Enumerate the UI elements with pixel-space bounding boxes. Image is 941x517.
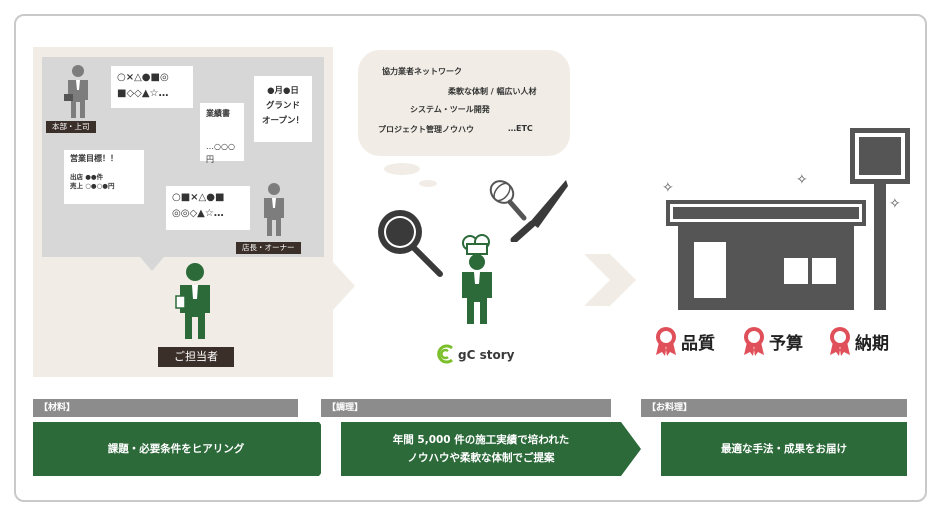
cloud-dot	[419, 180, 437, 187]
step-cooking-line2: ノウハウや柔軟な体制でご提案	[407, 452, 555, 464]
cloud-dot	[384, 163, 420, 175]
step-body-cooking: 年間 5,000 件の施工実績で培われた ノウハウや柔軟な体制でご提案	[341, 422, 621, 476]
medal-icon	[830, 327, 850, 356]
person-contact-icon	[175, 263, 210, 339]
knife-icon	[510, 180, 568, 242]
tag-owner: 店長・オーナー	[236, 242, 301, 254]
tag-hq: 本部・上司	[46, 121, 96, 133]
step-dish-line1: 最適な手法・成果をお届け	[721, 443, 847, 455]
frying-pan-icon	[378, 210, 443, 277]
card-open-line3: オープン！	[262, 116, 304, 126]
requirements-panel-tail	[140, 257, 164, 271]
step-material-line1: 課題・必要条件をヒアリング	[107, 443, 245, 455]
store-icon	[666, 128, 910, 310]
capabilities-cloud	[358, 50, 570, 156]
card-sales-goal: 営業目標！！ 出店 ●●件 売上 ○●○●円	[64, 150, 144, 204]
sparkle-icon: ✧	[796, 172, 808, 188]
cloud-line1: 協力業者ネットワーク	[382, 67, 462, 76]
card-owner-speech: ○■×△●■ ◎◎◇▲☆…	[166, 186, 250, 230]
card-report: 業績書 …○○○円	[200, 103, 244, 164]
step-cooking-line1: 年間 5,000 件の施工実績で培われた	[392, 434, 570, 446]
sparkle-icon: ✧	[889, 196, 901, 212]
card-hq-line1: ○×△●■◎	[117, 72, 169, 83]
step-notch	[321, 422, 341, 476]
card-goal-title: 営業目標！！	[70, 154, 118, 163]
card-report-title: 業績書	[206, 109, 230, 118]
card-report-value: …○○○円	[206, 142, 235, 164]
person-business-icon	[64, 65, 88, 118]
chef-icon	[462, 234, 492, 324]
medal-label-budget: 予算	[769, 334, 803, 354]
sparkle-icon: ✧	[662, 180, 674, 196]
cloud-line3: システム・ツール開発	[410, 105, 490, 114]
cloud-line4: プロジェクト管理ノウハウ	[378, 125, 474, 134]
step-head-cooking: 【調理】	[321, 399, 611, 417]
medal-label-quality: 品質	[681, 334, 715, 354]
step-head-material: 【材料】	[33, 399, 298, 417]
step-body-dish: 最適な手法・成果をお届け	[661, 422, 907, 476]
card-goal-row2-value: ○●○●円	[85, 182, 115, 190]
medal-icon	[744, 327, 764, 356]
card-goal-row2-label: 売上	[70, 182, 83, 190]
chevron-right-icon	[584, 254, 636, 306]
step-arrow	[621, 422, 641, 476]
card-hq-line2: ■◇◇▲☆…	[117, 88, 169, 99]
medal-label-deadline: 納期	[855, 334, 889, 354]
step-notch	[641, 422, 661, 476]
cloud-line2: 柔軟な体制 / 幅広い人材	[448, 87, 537, 96]
card-open-line2: グランド	[265, 101, 300, 111]
card-goal-row1-label: 出店	[70, 173, 83, 181]
logo-icon	[437, 344, 453, 364]
client-area-arrow	[333, 262, 355, 310]
person-icon	[264, 183, 284, 236]
step-body-material: 課題・必要条件をヒアリング	[33, 422, 319, 476]
medal-icon	[656, 327, 676, 356]
card-owner-line1: ○■×△●■	[172, 192, 225, 203]
logo-text: gC story	[458, 348, 515, 362]
card-hq-speech: ○×△●■◎ ■◇◇▲☆…	[111, 66, 193, 108]
step-head-dish: 【お料理】	[641, 399, 907, 417]
person-label: ご担当者	[158, 347, 234, 367]
cloud-line4b: …ETC	[508, 124, 533, 133]
card-owner-line2: ◎◎◇▲☆…	[172, 208, 224, 219]
card-grand-open: ●月●日 グランド オープン！	[254, 76, 312, 142]
card-goal-row1-value: ●●件	[85, 173, 104, 181]
card-open-line1: ●月●日	[267, 86, 299, 96]
whisk-icon	[489, 180, 527, 221]
